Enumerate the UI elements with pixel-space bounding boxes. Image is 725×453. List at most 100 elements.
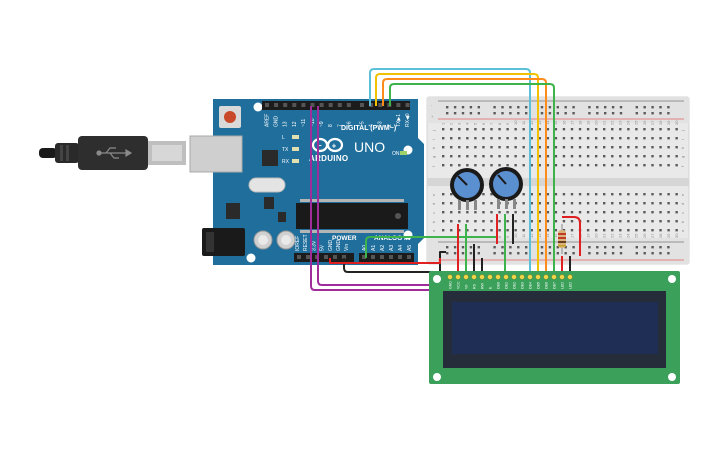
reset-button[interactable] (219, 106, 241, 128)
lcd-pin[interactable] (551, 274, 557, 280)
bb-col-number: 28 (658, 120, 663, 125)
lcd-pin[interactable] (527, 274, 533, 280)
analog-pin-hole[interactable] (380, 255, 384, 259)
digital-pin-hole[interactable] (310, 103, 315, 107)
lcd-pin[interactable] (455, 274, 461, 280)
bb-col-number: 23 (618, 233, 623, 238)
potentiometer-1[interactable] (450, 168, 484, 210)
bb-col-number: 19 (585, 120, 590, 125)
power-pin-hole[interactable] (333, 255, 337, 259)
analog-pin-label: A2 (380, 245, 386, 251)
bb-col-number: 23 (618, 120, 623, 125)
bb-col-number: 26 (642, 233, 647, 238)
wires[interactable] (310, 68, 581, 291)
bb-row-letter: f (431, 165, 436, 167)
digital-header[interactable] (262, 101, 410, 110)
bb-row-letter: b (431, 220, 436, 223)
usb-cable[interactable] (39, 136, 186, 170)
analog-pin-hole[interactable] (362, 255, 366, 259)
analog-pin-label: A4 (398, 245, 404, 251)
analog-pin-hole[interactable] (398, 255, 402, 259)
power-pin-label: 5V (320, 244, 326, 251)
lcd-pin[interactable] (495, 274, 501, 280)
wire-black-gnd[interactable] (343, 251, 446, 273)
digital-pin-hole[interactable] (396, 103, 401, 107)
bb-col-number: 2 (449, 122, 454, 125)
wire-cyan[interactable] (369, 68, 531, 272)
digital-pin-hole[interactable] (319, 103, 324, 107)
analog-pin-hole[interactable] (389, 255, 393, 259)
wire-red-5v[interactable] (329, 258, 441, 264)
power-pin-hole[interactable] (297, 255, 301, 259)
bb-col-number: 20 (593, 233, 598, 238)
potentiometer-2[interactable] (489, 167, 523, 209)
lcd-pin-header[interactable] (447, 274, 573, 280)
power-pin-hole[interactable] (324, 255, 328, 259)
digital-pin-hole[interactable] (301, 103, 306, 107)
digital-pin-hole[interactable] (292, 103, 297, 107)
lcd-pin[interactable] (559, 274, 565, 280)
bb-col-number: 30 (674, 233, 679, 238)
wire-yellow[interactable] (375, 73, 539, 272)
bb-col-number: 14 (545, 233, 550, 238)
capacitors (253, 230, 296, 250)
digital-pin-hole[interactable] (328, 103, 333, 107)
bb-col-number: 9 (505, 235, 510, 238)
digital-pin-hole[interactable] (283, 103, 288, 107)
power-pin-hole[interactable] (306, 255, 310, 259)
bb-row-letter: c (431, 212, 436, 214)
lcd-pin[interactable] (487, 274, 493, 280)
digital-pin-hole[interactable] (405, 103, 410, 107)
lcd-pin[interactable] (519, 274, 525, 280)
bb-col-number: 21 (602, 120, 607, 125)
bb-col-number: 12 (529, 120, 534, 125)
wire-purple-1[interactable] (310, 106, 438, 291)
bb-col-number: 11 (521, 233, 526, 238)
wire-green-d2[interactable] (389, 83, 555, 272)
lcd-pin[interactable] (463, 274, 469, 280)
power-pin-hole[interactable] (342, 255, 346, 259)
power-pin-label: GND (336, 240, 342, 252)
bb-row-letter: a (680, 229, 685, 232)
lcd-pin[interactable] (479, 274, 485, 280)
digital-pin-hole[interactable] (265, 103, 269, 107)
digital-pin-hole[interactable] (337, 103, 342, 107)
digital-pin-label: ~3 (378, 121, 384, 127)
bb-col-number: 11 (521, 120, 526, 125)
wire-orange[interactable] (382, 78, 547, 272)
bb-col-number: 25 (634, 233, 639, 238)
lcd-pin[interactable] (511, 274, 517, 280)
atmega-chip (296, 199, 408, 233)
arduino-logo: – + ARDUINO (309, 137, 348, 163)
digital-pin-hole[interactable] (346, 103, 351, 107)
analog-header[interactable] (359, 253, 414, 262)
lcd-pin[interactable] (503, 274, 509, 280)
led-label: L (282, 135, 285, 141)
lcd-pin[interactable] (535, 274, 541, 280)
digital-pin-hole[interactable] (369, 103, 374, 107)
digital-pin-hole[interactable] (360, 103, 364, 107)
bb-row-letter: j (431, 130, 436, 132)
lcd-pin[interactable] (567, 274, 573, 280)
wire-green-analog[interactable] (365, 222, 498, 258)
digital-pin-hole[interactable] (378, 103, 383, 107)
bb-col-number: 8 (497, 235, 502, 238)
digital-pin-label: 8 (328, 124, 334, 127)
analog-pin-hole[interactable] (407, 255, 411, 259)
lcd-pin[interactable] (471, 274, 477, 280)
lcd-pin[interactable] (447, 274, 453, 280)
digital-pin-hole[interactable] (274, 103, 279, 107)
analog-pin-hole[interactable] (371, 255, 375, 259)
bb-row-letter: f (680, 165, 685, 167)
bb-row-letter: g (431, 156, 436, 158)
breadboard[interactable]: 1122334455667788991010111112121313141415… (426, 96, 690, 265)
wire-purple-2[interactable] (317, 106, 438, 286)
lcd-pin[interactable] (543, 274, 549, 280)
bb-col-number: 7 (489, 122, 494, 125)
resistor[interactable] (558, 224, 566, 254)
digital-header-label: DIGITAL (PWM~) (341, 125, 396, 132)
